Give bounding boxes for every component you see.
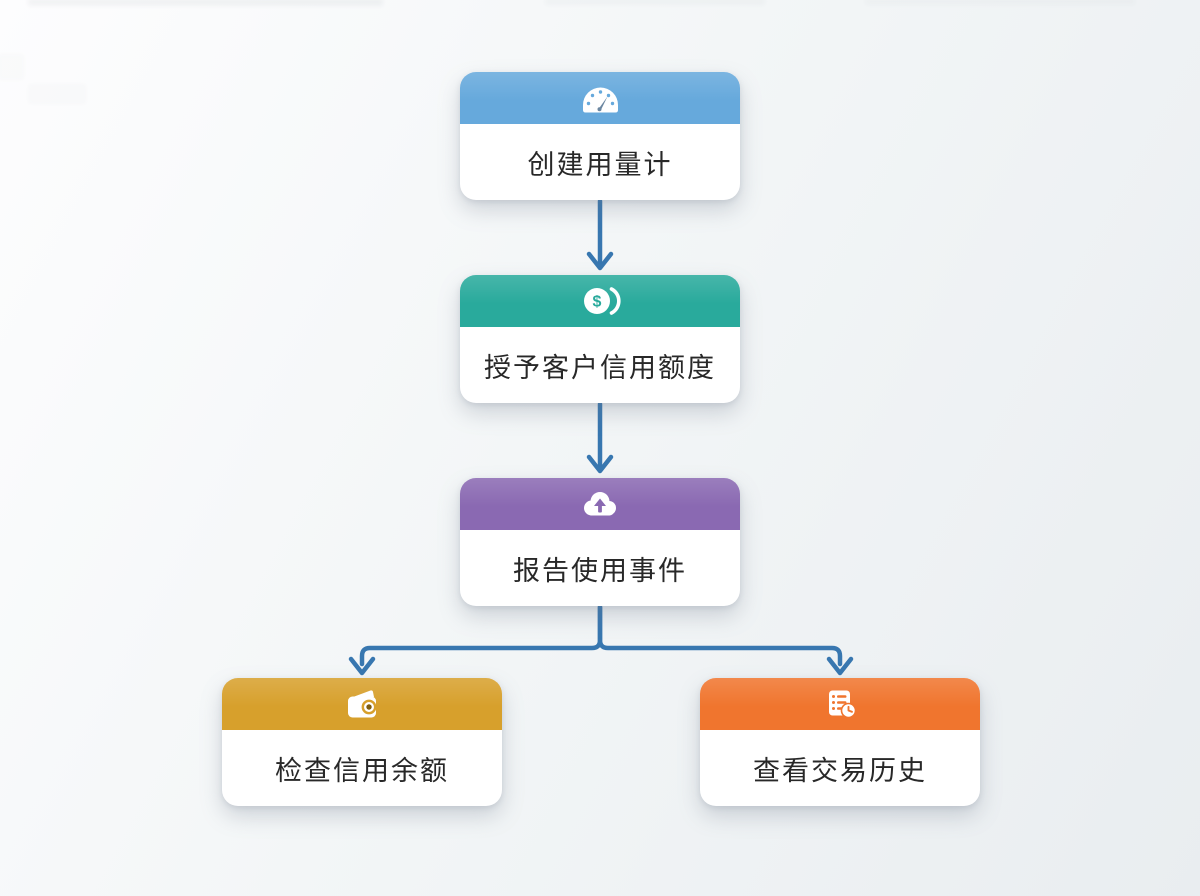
edge-grant-to-report [586, 401, 614, 474]
node-header [460, 72, 740, 124]
node-body: 报告使用事件 [460, 530, 740, 606]
cropped-text-artifact [865, 0, 1135, 5]
node-label: 授予客户信用额度 [484, 352, 716, 383]
receipt-clock-icon [829, 690, 857, 719]
node-header: $ [460, 275, 740, 327]
cropped-text-artifact [28, 84, 86, 104]
flow-node-create-meter: 创建用量计 [460, 72, 740, 200]
flow-node-check-balance: 检查信用余额 [222, 678, 502, 806]
edge-report-to-history [597, 604, 854, 676]
node-label: 报告使用事件 [513, 555, 687, 586]
wallet-icon [348, 690, 377, 718]
node-body: 创建用量计 [460, 124, 740, 200]
cloud-upload-icon [584, 492, 616, 516]
node-header [460, 478, 740, 530]
node-body: 授予客户信用额度 [460, 327, 740, 403]
cropped-text-artifact [545, 0, 765, 5]
cropped-text-artifact [28, 0, 383, 6]
svg-text:$: $ [593, 294, 602, 311]
arrowhead-icon [826, 656, 854, 676]
edge-report-to-balance [348, 604, 603, 676]
arrowhead-icon [586, 251, 614, 271]
edge-create-to-grant [586, 198, 614, 271]
node-body: 查看交易历史 [700, 730, 980, 806]
flow-node-view-history: 查看交易历史 [700, 678, 980, 806]
flow-node-report-usage: 报告使用事件 [460, 478, 740, 606]
gauge-icon [583, 87, 618, 113]
arrowhead-icon [348, 656, 376, 676]
node-label: 检查信用余额 [275, 755, 449, 786]
arrowhead-icon [586, 454, 614, 474]
flow-node-grant-credit: $ 授予客户信用额度 [460, 275, 740, 403]
node-label: 查看交易历史 [753, 755, 927, 786]
node-header [700, 678, 980, 730]
cropped-text-artifact [0, 54, 24, 80]
node-label: 创建用量计 [527, 149, 673, 180]
node-body: 检查信用余额 [222, 730, 502, 806]
dollar-coins-icon: $ [584, 287, 621, 315]
node-header [222, 678, 502, 730]
